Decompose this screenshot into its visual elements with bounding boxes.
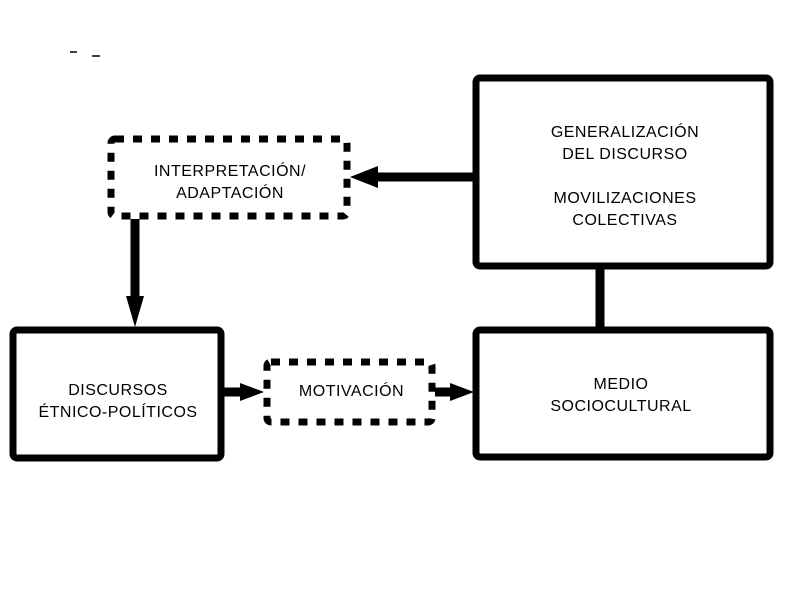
node-interpretacion-box bbox=[107, 135, 351, 220]
node-generalizacion-label: GENERALIZACIÓN DEL DISCURSO MOVILIZACION… bbox=[550, 124, 700, 229]
node-motivacion-box bbox=[263, 358, 436, 426]
node-discursos-label: DISCURSOS ÉTNICO-POLÍTICOS bbox=[38, 382, 198, 421]
edge-generalizacion-interpretacion bbox=[350, 166, 473, 188]
node-discursos-box bbox=[9, 326, 225, 462]
node-generalizacion-box bbox=[472, 74, 774, 270]
edge-motivacion-medio bbox=[435, 383, 474, 401]
node-medio-label: MEDIO SOCIOCULTURAL bbox=[550, 376, 692, 415]
node-interpretacion-label: INTERPRETACIÓN/ ADAPTACIÓN bbox=[153, 163, 307, 202]
node-motivacion-label: MOTIVACIÓN bbox=[298, 383, 405, 400]
node-medio-box bbox=[472, 326, 774, 461]
edge-discursos-motivacion bbox=[224, 383, 264, 401]
edge-interpretacion-discursos bbox=[126, 219, 144, 327]
